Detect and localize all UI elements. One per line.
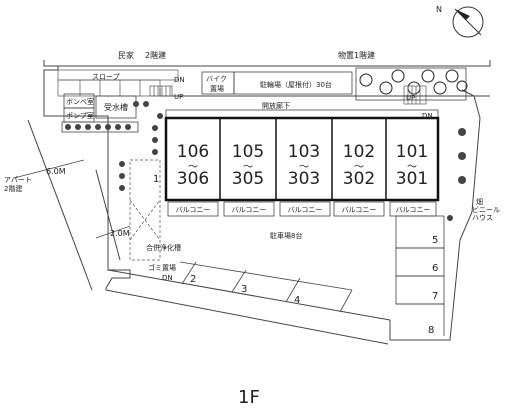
unit-103: 103 ～ 303 — [288, 142, 320, 189]
bicycle-parking-label: 駐輪場（屋根付）30台 — [260, 80, 332, 89]
svg-text:305: 305 — [232, 169, 264, 189]
unit-102: 102 ～ 302 — [343, 142, 375, 189]
parking-right — [395, 215, 445, 336]
unit-106: 106 ～ 306 — [177, 142, 209, 189]
parking-number-7: 7 — [432, 291, 438, 302]
balcony-label-1: バルコニー — [176, 206, 211, 214]
road-line-1 — [27, 119, 93, 291]
parking-number-1: 1 — [153, 174, 159, 185]
svg-text:302: 302 — [343, 169, 375, 189]
garbage-area-label: ゴミ置場 — [148, 263, 176, 272]
stairs-right — [403, 85, 427, 105]
trees-right — [447, 128, 466, 221]
dim-2m — [95, 225, 131, 239]
svg-text:106: 106 — [177, 142, 209, 162]
balconies — [167, 201, 437, 217]
parking-number-5: 5 — [432, 235, 438, 246]
field-label-1: 畑 — [476, 198, 483, 206]
water-tank-label: 受水槽 — [104, 102, 128, 112]
balcony-label-5: バルコニー — [396, 206, 431, 214]
septic-tank — [129, 159, 161, 261]
bicycle-parking-box — [233, 71, 353, 95]
up-label-1: UP — [174, 93, 183, 101]
neighbor-house-label: 民家 — [118, 50, 134, 60]
svg-text:～: ～ — [407, 162, 417, 173]
svg-text:～: ～ — [299, 162, 309, 173]
balcony-label-2: バルコニー — [232, 206, 267, 214]
svg-text:303: 303 — [288, 169, 320, 189]
stairs-left — [149, 85, 173, 97]
neighbor-house-floors: 2階建 — [145, 50, 166, 60]
unit-105: 105 ～ 305 — [232, 142, 264, 189]
svg-text:～: ～ — [188, 162, 198, 173]
unit-101: 101 ～ 301 — [396, 142, 428, 189]
svg-text:306: 306 — [177, 169, 209, 189]
parking-number-4: 4 — [294, 295, 300, 306]
dn-label-2: DN — [422, 112, 433, 120]
up-label-2: UP — [406, 94, 415, 102]
field-label-3: ハウス — [472, 214, 493, 222]
dim-6m — [13, 159, 85, 179]
svg-text:101: 101 — [396, 142, 428, 162]
pump-room-2-label: ポンプ室 — [66, 111, 94, 120]
slope-label: スロープ — [92, 73, 120, 81]
utility-shrubs — [65, 124, 131, 130]
shed-area — [355, 67, 467, 101]
pump-room-label: ボンベ室 — [66, 97, 94, 106]
open-corridor-label: 開放廊下 — [262, 101, 290, 110]
parking-lot-label: 駐車場8台 — [270, 231, 302, 240]
shrubs-left — [119, 101, 163, 191]
balcony-label-4: バルコニー — [342, 206, 377, 214]
distance-6m-label: 6.0M — [46, 167, 66, 176]
svg-text:～: ～ — [243, 162, 253, 173]
trees-top-right — [359, 69, 468, 95]
floor-label: 1F — [238, 387, 260, 408]
neighbor-shed-label: 物置1階建 — [338, 50, 375, 60]
apartment-label: アパート — [4, 176, 32, 184]
parking-number-3: 3 — [241, 284, 247, 295]
svg-text:105: 105 — [232, 142, 264, 162]
septic-tank-label: 合併浄化槽 — [146, 243, 181, 252]
balcony-label-3: バルコニー — [288, 206, 323, 214]
svg-text:301: 301 — [396, 169, 428, 189]
bike-storage-label-2: 置場 — [210, 84, 224, 93]
field-label-2: ビニール — [472, 205, 500, 214]
road-line-2 — [95, 169, 121, 261]
north-compass: N — [436, 5, 484, 38]
bike-storage-label-1: バイク — [206, 75, 227, 83]
dn-label-3: DN — [162, 274, 173, 282]
dn-label-1: DN — [174, 76, 185, 84]
svg-text:103: 103 — [288, 142, 320, 162]
parking-number-2: 2 — [190, 274, 196, 285]
apartment-floors-label: 2階建 — [4, 184, 22, 193]
parking-number-8: 8 — [428, 325, 434, 336]
distance-2m-label: 2.0M — [110, 229, 130, 238]
unit-walls — [219, 118, 387, 200]
building — [164, 116, 440, 202]
parking-number-6: 6 — [432, 263, 438, 274]
svg-text:～: ～ — [354, 162, 364, 173]
svg-text:102: 102 — [343, 142, 375, 162]
parking-bottom — [179, 261, 353, 313]
north-label: N — [436, 5, 442, 14]
